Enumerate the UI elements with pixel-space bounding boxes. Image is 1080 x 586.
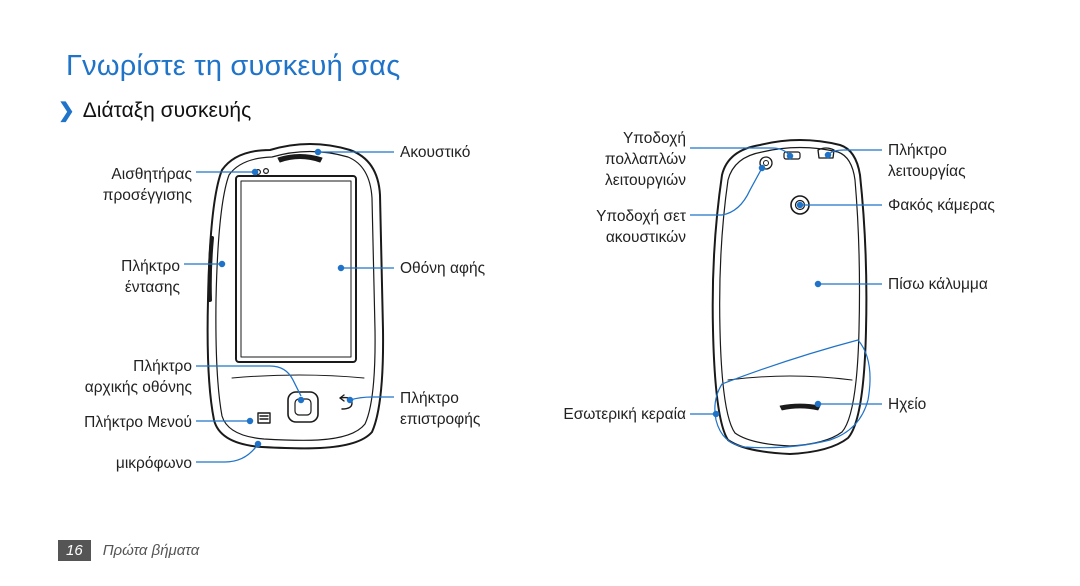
label-multifunction-jack-line2: πολλαπλών [604,151,686,168]
power-key [817,147,835,159]
label-menu-key: Πλήκτρο Μενού [84,414,192,431]
earpiece-grille [277,154,323,163]
back-leader-lines [690,147,882,418]
label-home-key: Πλήκτρο αρχικής οθόνης [60,356,192,398]
label-headset-jack-line1: Υποδοχή σετ [596,208,686,225]
label-speaker: Ηχείο [888,396,927,413]
multifunction-jack [783,151,801,160]
page-footer: 16 Πρώτα βήματα [58,540,199,561]
page-title: Γνωρίστε τη συσκευή σας [66,50,401,82]
label-multifunction-jack-line3: λειτουργιών [605,172,686,189]
label-proximity-sensor-line1: Αισθητήρας [111,166,192,183]
speaker-grille [779,403,821,411]
front-leader-lines [184,148,394,463]
label-power-key-line2: λειτουργίας [888,163,966,180]
phone-back-body [711,139,868,455]
label-touchscreen: Οθόνη αφής [400,260,486,277]
label-back-cover: Πίσω κάλυμμα [888,276,988,293]
label-volume-key-line1: Πλήκτρο [121,258,180,275]
headset-jack [759,156,773,170]
label-volume-key: Πλήκτρο έντασης [70,256,180,298]
page-number: 16 [58,540,91,561]
section-heading-text: Διάταξη συσκευής [82,98,252,122]
volume-key [207,236,214,302]
label-earpiece: Ακουστικό [400,144,471,161]
phone-front-body [206,143,385,450]
home-key [287,391,319,423]
phone-front [206,143,385,450]
label-back-key-line2: επιστροφής [400,411,481,428]
section-heading: ❯ Διάταξη συσκευής [58,98,251,123]
label-back-key: Πλήκτρο επιστροφής [400,388,480,430]
phone-back [711,139,868,455]
menu-key-icon [257,412,271,424]
label-back-key-line1: Πλήκτρο [400,390,459,407]
label-power-key-line1: Πλήκτρο [888,142,947,159]
label-volume-key-line2: έντασης [124,279,180,296]
label-headset-jack: Υποδοχή σετ ακουστικών [556,206,686,248]
label-power-key: Πλήκτρο λειτουργίας [888,140,966,182]
touch-screen [235,175,357,363]
label-camera-lens: Φακός κάμερας [888,197,995,214]
label-proximity-sensor-line2: προσέγγισης [102,187,192,204]
label-headset-jack-line2: ακουστικών [605,229,686,246]
label-internal-antenna: Εσωτερική κεραία [563,406,686,423]
back-key-icon [339,394,353,410]
label-home-key-line1: Πλήκτρο [133,358,192,375]
label-microphone: μικρόφωνο [115,455,192,472]
label-home-key-line2: αρχικής οθόνης [84,379,192,396]
label-multifunction-jack-line1: Υποδοχή [622,130,686,147]
footer-section-title: Πρώτα βήματα [102,542,200,559]
chevron-right-icon: ❯ [58,100,75,122]
label-proximity-sensor: Αισθητήρας προσέγγισης [70,164,192,206]
label-multifunction-jack: Υποδοχή πολλαπλών λειτουργιών [556,128,686,191]
antenna-region [714,339,871,449]
